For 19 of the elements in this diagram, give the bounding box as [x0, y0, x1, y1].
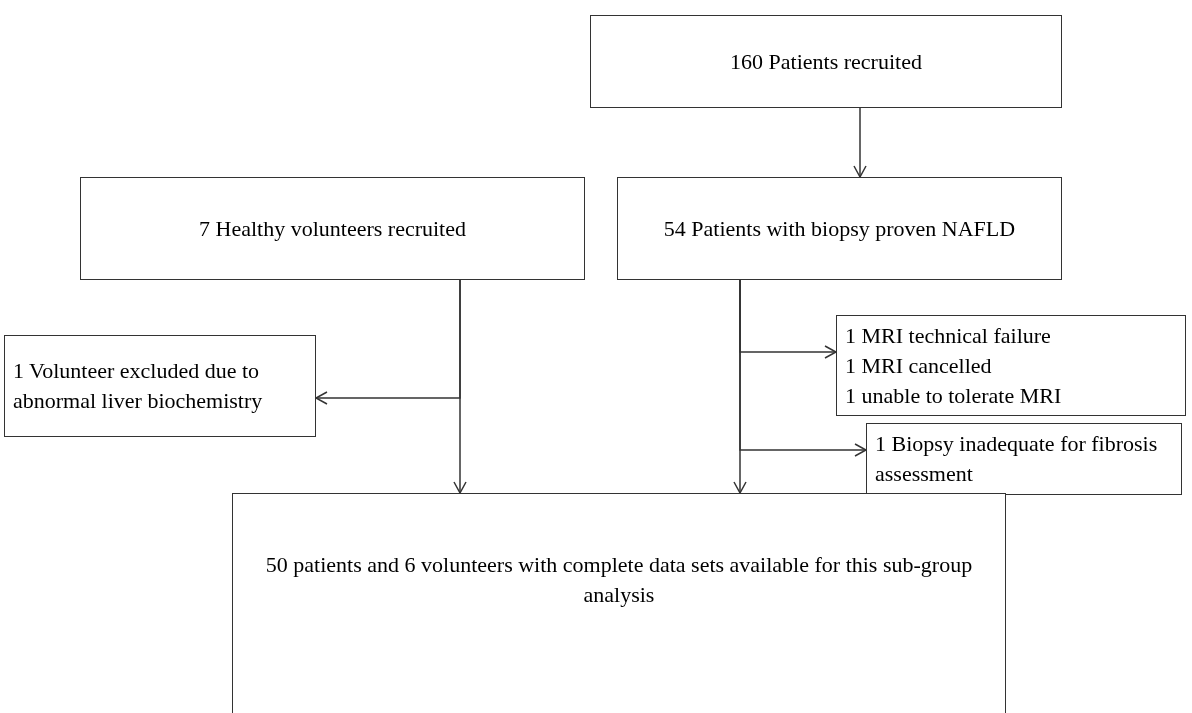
box-text: 1 MRI technical failure [845, 321, 1051, 350]
box-text: 1 Biopsy inadequate for fibrosis assessment [875, 430, 1159, 488]
process-box [80, 177, 585, 280]
process-box [617, 177, 1062, 280]
process-box [4, 335, 316, 437]
box-text: 54 Patients with biopsy proven NAFLD [663, 214, 1016, 243]
box-text: 1 unable to tolerate MRI [845, 381, 1062, 410]
box-text: 50 patients and 6 volunteers with complete data sets available for this sub-group analysis [264, 550, 974, 609]
arrow [733, 279, 747, 494]
arrow [453, 279, 467, 494]
arrow [853, 107, 867, 178]
box-text: 1 Volunteer excluded due to abnormal liver biochemistry [13, 357, 264, 415]
process-box [866, 423, 1182, 495]
process-box [836, 315, 1186, 416]
box-text: 7 Healthy volunteers recruited [199, 214, 466, 243]
process-box [232, 493, 1006, 713]
box-text: 1 MRI cancelled [845, 351, 992, 380]
box-text: 160 Patients recruited [730, 47, 922, 76]
process-box [590, 15, 1062, 108]
